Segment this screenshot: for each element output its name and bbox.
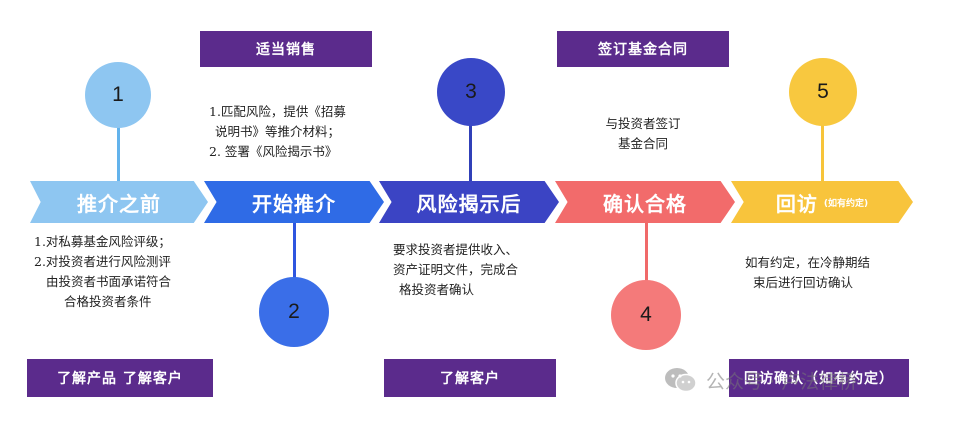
arrow-step-2: 开始推介 [204,181,384,223]
step-4-label: 确认合格 [603,191,687,216]
desc-line: 由投资者书面承诺符合 [46,274,172,289]
label-sign-contract: 签订基金合同 [557,31,729,67]
step-5-note: (如有约定) [823,198,869,209]
label-appropriate-sales: 适当销售 [200,31,372,67]
stem-2 [293,223,296,293]
desc-line: 格投资者确认 [399,282,475,297]
step-2-label: 开始推介 [252,191,336,216]
arrow-step-1: 推介之前 [30,181,208,223]
stem-1 [117,110,120,182]
step-3-number: 3 [465,80,477,103]
desc-line: 与投资者签订 [605,116,681,131]
arrow-step-3: 风险揭示后 [379,181,559,223]
step-3-circle: 3 [437,58,505,126]
step-3-description: 要求投资者提供收入、 资产证明文件，完成合 格投资者确认 [393,240,518,300]
desc-line: 2. 签署《风险揭示书》 [209,144,338,159]
label-know-product-client: 了解产品 了解客户 [27,359,213,397]
step-5-label: 回访 [775,191,818,216]
step-4-number: 4 [640,303,652,326]
stem-4 [645,223,648,293]
step-1-circle: 1 [85,62,151,128]
watermark: 公众号 · 卢法律桥 [664,366,857,394]
step-1-label: 推介之前 [77,191,161,216]
step-2-circle: 2 [259,277,329,347]
wechat-icon [665,368,697,393]
desc-line: 基金合同 [617,136,668,151]
step-3-label: 风险揭示后 [416,191,522,216]
desc-line: 1.匹配风险，提供《招募 [209,104,346,119]
step-4-circle: 4 [611,280,681,350]
desc-line: 要求投资者提供收入、 [393,242,519,257]
desc-line: 如有约定，在冷静期结 [745,255,871,270]
step-5-number: 5 [817,80,829,103]
stem-3 [469,110,472,182]
watermark-text: 公众号 · 卢法律桥 [706,370,858,393]
label-follow-up: 回访确认（如有约定） [729,359,909,397]
step-1-description: 1.对私募基金风险评级； 2.对投资者进行风险测评 由投资者书面承诺符合 合格投… [34,232,171,312]
step-5-description: 如有约定，在冷静期结 束后进行回访确认 [745,253,870,293]
desc-line: 说明书》等推介材料； [215,124,341,139]
step-2-number: 2 [288,300,300,323]
desc-line: 1.对私募基金风险评级； [34,234,171,249]
step-1-number: 1 [112,83,124,106]
label-know-client: 了解客户 [384,359,556,397]
step-5-circle: 5 [789,58,857,126]
stem-5 [821,110,824,182]
desc-line: 资产证明文件，完成合 [393,262,519,277]
arrow-step-4: 确认合格 [555,181,735,223]
desc-line: 合格投资者条件 [64,294,152,309]
desc-line: 2.对投资者进行风险测评 [34,254,171,269]
desc-line: 束后进行回访确认 [753,275,854,290]
arrow-step-5: 回访 (如有约定) [731,181,913,223]
step-4-description: 与投资者签订 基金合同 [583,114,703,154]
step-2-description: 1.匹配风险，提供《招募 说明书》等推介材料； 2. 签署《风险揭示书》 [209,102,346,162]
